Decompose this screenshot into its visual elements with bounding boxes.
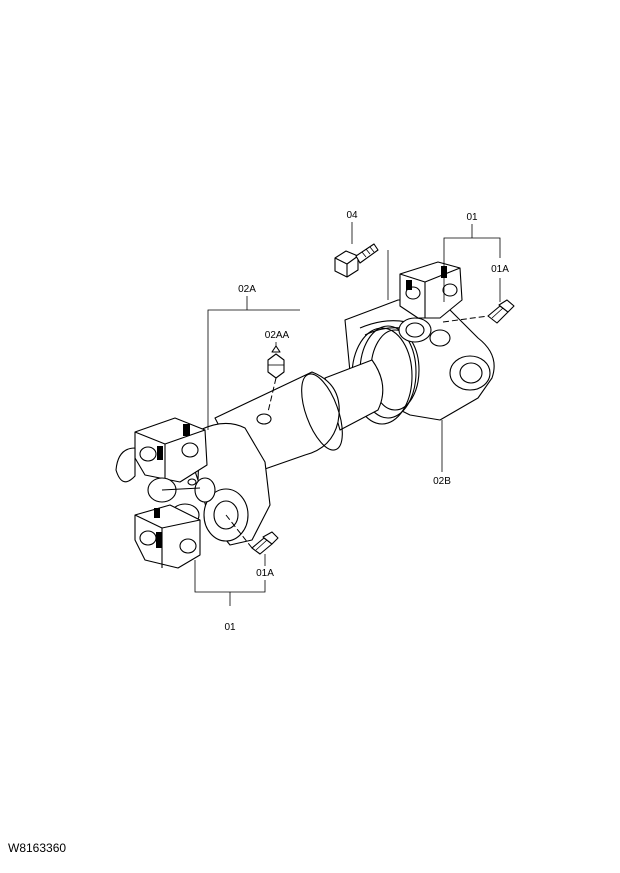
bearing-cap-left-upper [115,417,208,483]
drawing-code: W8163360 [8,841,66,855]
grease-fitting-shaft [267,345,285,379]
bearing-cap-upper [398,261,463,347]
bearing-cap-left-lower [134,504,201,569]
callout-yoke-a: 02A [238,284,256,295]
leader-lines [194,222,501,606]
callout-grease-fitting-shaft: 02AA [265,330,290,341]
bolt-04 [334,243,379,278]
callout-assembly-bottom: 01 [224,622,236,633]
yoke-02a [192,422,271,546]
grease-fitting-top-right [487,299,515,324]
callout-bolt: 04 [346,210,358,221]
callout-grease-fitting-top: 01A [491,264,509,275]
callout-yoke-b: 02B [433,476,451,487]
callout-assembly-top: 01 [466,212,478,223]
callout-grease-fitting-bottom: 01A [256,568,274,579]
grease-fitting-bottom [251,531,279,555]
